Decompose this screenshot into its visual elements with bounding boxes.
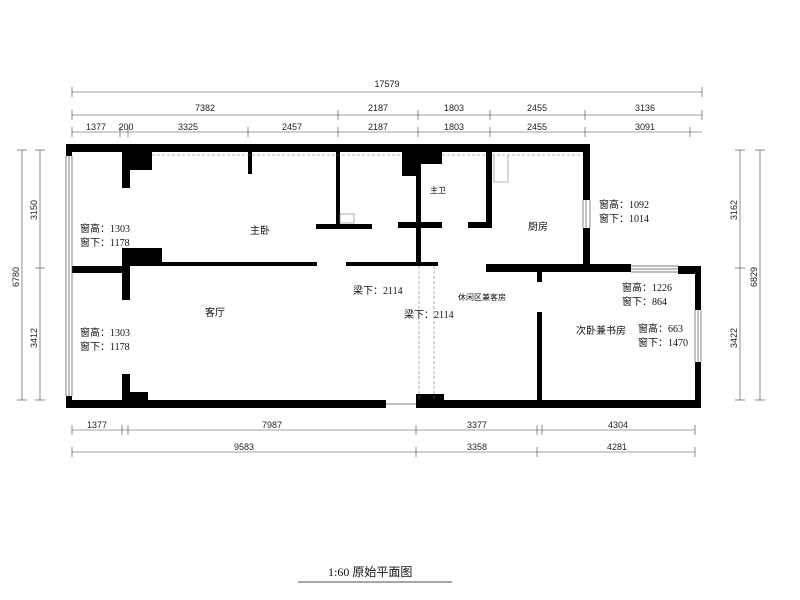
room-label-master-bedroom: 主卧 — [250, 224, 270, 237]
walls — [66, 144, 701, 408]
dim-left-lower: 3412 — [29, 328, 39, 348]
dim-top2-a: 7382 — [195, 103, 215, 113]
annot-second-side-window-below: 窗下：1470 — [638, 336, 688, 349]
dim-bot1-d: 4304 — [608, 420, 628, 430]
room-label-kitchen: 厨房 — [528, 220, 548, 233]
dim-bot1-b: 7987 — [262, 420, 282, 430]
annot-second-top-window-below: 窗下：864 — [622, 295, 667, 308]
room-label-leisure-guest: 休闲区兼客房 — [458, 292, 506, 302]
dim-bot2-c: 4281 — [607, 442, 627, 452]
dim-top3-e: 2187 — [368, 122, 388, 132]
annot-living-window-height: 窗高：1303 — [80, 326, 130, 339]
annot-bedroom-window-height: 窗高：1303 — [80, 222, 130, 235]
dim-right-upper: 3162 — [729, 200, 739, 220]
dim-top2-c: 1803 — [444, 103, 464, 113]
windows — [65, 156, 702, 405]
dim-top3-b: 200 — [118, 122, 133, 132]
annot-bedroom-window-below: 窗下：1178 — [80, 236, 130, 249]
dim-top3-d: 2457 — [282, 122, 302, 132]
dim-top3-g: 2455 — [527, 122, 547, 132]
dim-top2-e: 3136 — [635, 103, 655, 113]
annot-beam-1: 梁下：2114 — [353, 284, 403, 297]
annot-second-side-window-height: 窗高：663 — [638, 322, 683, 335]
dim-top3-a: 1377 — [86, 122, 106, 132]
dim-bot1-c: 3377 — [467, 420, 487, 430]
dashed-lines — [152, 154, 583, 400]
room-label-master-bath: 主卫 — [430, 185, 446, 195]
dim-top2-b: 2187 — [368, 103, 388, 113]
annot-kitchen-window-below: 窗下：1014 — [599, 212, 649, 225]
annot-kitchen-window-height: 窗高：1092 — [599, 198, 649, 211]
dim-top3-f: 1803 — [444, 122, 464, 132]
drawing-title: 1:60 原始平面图 — [328, 565, 412, 579]
room-label-living: 客厅 — [205, 306, 225, 319]
annot-living-window-below: 窗下：1178 — [80, 340, 130, 353]
room-label-second-study: 次卧兼书房 — [576, 324, 626, 337]
dim-right-total: 6829 — [749, 267, 759, 287]
annot-second-top-window-height: 窗高：1226 — [622, 281, 672, 294]
dim-top3-c: 3325 — [178, 122, 198, 132]
dim-top2-d: 2455 — [527, 103, 547, 113]
annot-beam-2: 梁下：2114 — [404, 308, 454, 321]
dim-top-overall: 17579 — [374, 79, 399, 89]
dim-bot1-a: 1377 — [87, 420, 107, 430]
dim-left-upper: 3150 — [29, 200, 39, 220]
dim-top3-h: 3091 — [635, 122, 655, 132]
dimension-lines — [17, 87, 765, 457]
dim-bot2-b: 3358 — [467, 442, 487, 452]
dim-bot2-a: 9583 — [234, 442, 254, 452]
dim-left-total: 6780 — [11, 267, 21, 287]
dim-right-lower: 3422 — [729, 328, 739, 348]
fixtures — [339, 155, 509, 224]
